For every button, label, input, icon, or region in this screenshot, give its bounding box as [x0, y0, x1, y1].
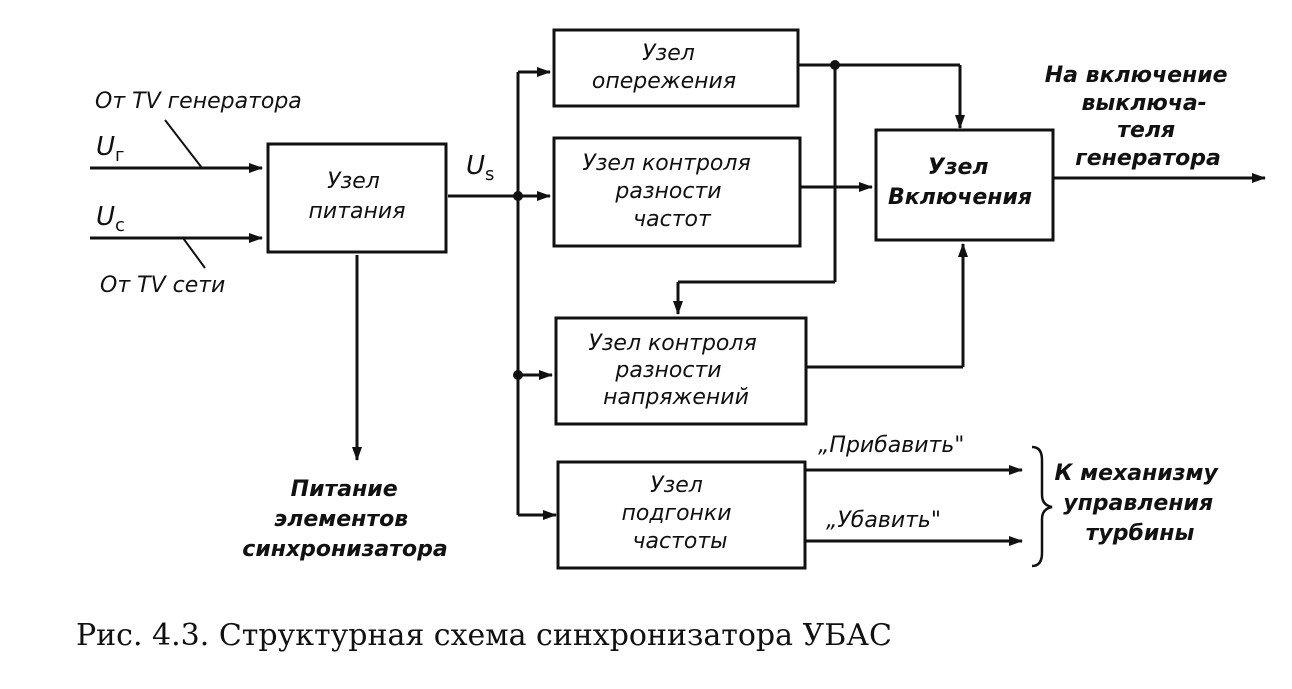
- junction-dot: [513, 370, 523, 380]
- bus-voltage-label: Us: [466, 151, 494, 185]
- figure-caption: Рис. 4.3. Структурная схема синхронизато…: [76, 618, 892, 653]
- network-voltage-label: Uс: [96, 202, 125, 236]
- volt-diff-block-label: Узел контроля разности напряжений: [588, 331, 763, 410]
- reduce-command-label: „Убавить": [826, 508, 941, 533]
- power-elements-label: Питание элементов синхронизатора: [242, 477, 447, 562]
- power-block: [266, 142, 448, 254]
- freq-adjust-block: [556, 460, 807, 570]
- volt-diff-block: [554, 316, 808, 426]
- power-block-label: Узел питания: [309, 169, 406, 224]
- network-label-leader: [182, 237, 206, 269]
- generator-source-label: От TV генератора: [95, 89, 302, 114]
- advance-block: [552, 28, 800, 108]
- turbine-brace: [1031, 445, 1053, 568]
- breaker-output-label: На включение выключа- теля генератора: [1045, 63, 1236, 171]
- freq-diff-block: [552, 136, 802, 248]
- add-command-label: „Прибавить": [818, 433, 964, 458]
- generator-label-leader: [164, 119, 203, 169]
- switch-on-block: [874, 128, 1055, 242]
- junction-dot: [830, 60, 840, 70]
- turbine-mechanism-label: К механизму управления турбины: [1055, 461, 1226, 546]
- freq-adjust-block-label: Узел подгонки частоты: [621, 473, 738, 554]
- advance-block-label: Узел опережения: [592, 41, 736, 94]
- generator-voltage-label: Uг: [96, 132, 125, 166]
- freq-diff-block-label: Узел контроля разности частот: [582, 151, 757, 232]
- network-source-label: От TV сети: [100, 273, 225, 298]
- switch-on-block-label: Узел Включения: [888, 155, 1032, 210]
- junction-dot: [513, 191, 523, 201]
